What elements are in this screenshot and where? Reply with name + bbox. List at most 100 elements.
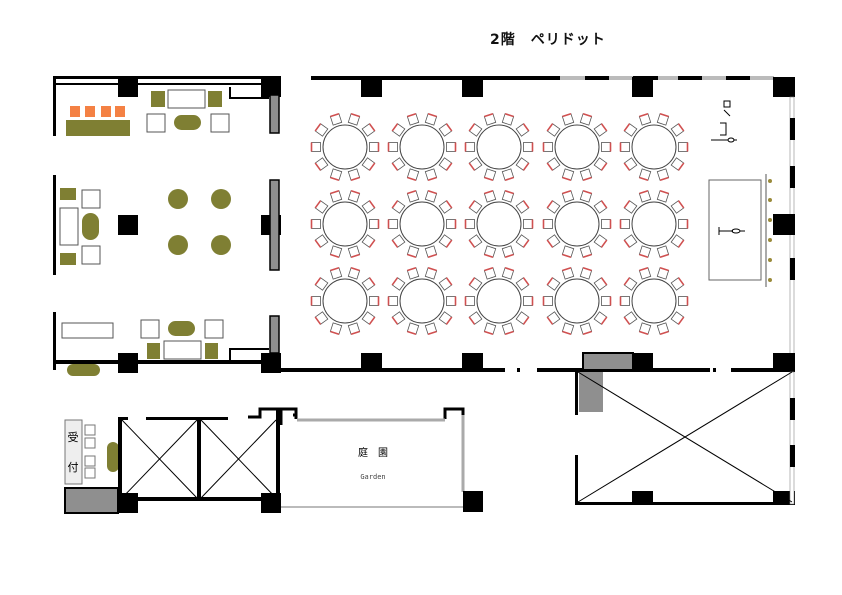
chair bbox=[515, 157, 530, 171]
chair bbox=[670, 311, 685, 325]
chair bbox=[406, 266, 420, 280]
chair bbox=[483, 266, 497, 280]
chair bbox=[387, 296, 398, 306]
round-table bbox=[542, 266, 612, 336]
round-table bbox=[387, 112, 457, 182]
chair bbox=[391, 234, 406, 248]
chair bbox=[438, 277, 453, 291]
chair bbox=[314, 123, 329, 137]
chair bbox=[329, 168, 343, 182]
chair bbox=[656, 168, 670, 182]
chair bbox=[483, 245, 497, 259]
chair bbox=[546, 277, 561, 291]
chair bbox=[361, 234, 376, 248]
chair bbox=[438, 123, 453, 137]
chair bbox=[579, 112, 593, 126]
chair bbox=[501, 168, 515, 182]
chair bbox=[670, 200, 685, 214]
chair bbox=[406, 322, 420, 336]
table-top bbox=[322, 124, 368, 170]
table-top bbox=[322, 201, 368, 247]
lounge-furniture bbox=[59, 89, 231, 376]
reception-label-1: 受 bbox=[68, 431, 79, 444]
table-top bbox=[476, 201, 522, 247]
chair bbox=[623, 200, 638, 214]
chair bbox=[424, 245, 438, 259]
chair bbox=[656, 189, 670, 203]
chair bbox=[468, 123, 483, 137]
chair bbox=[542, 142, 553, 152]
chair bbox=[347, 266, 361, 280]
chair bbox=[361, 200, 376, 214]
chair bbox=[515, 123, 530, 137]
chair bbox=[638, 168, 652, 182]
chair bbox=[501, 322, 515, 336]
chair bbox=[314, 277, 329, 291]
chair bbox=[310, 296, 321, 306]
chair bbox=[347, 322, 361, 336]
table-top bbox=[399, 201, 445, 247]
chair bbox=[406, 112, 420, 126]
chair bbox=[347, 112, 361, 126]
chair bbox=[515, 234, 530, 248]
round-table bbox=[464, 266, 534, 336]
chair bbox=[593, 234, 608, 248]
chair bbox=[468, 200, 483, 214]
chair bbox=[347, 168, 361, 182]
chair bbox=[623, 277, 638, 291]
chair bbox=[623, 123, 638, 137]
chair bbox=[468, 157, 483, 171]
chair bbox=[501, 266, 515, 280]
chair bbox=[546, 200, 561, 214]
chair bbox=[515, 277, 530, 291]
chair bbox=[501, 245, 515, 259]
table-top bbox=[476, 124, 522, 170]
chair bbox=[546, 234, 561, 248]
chair bbox=[579, 266, 593, 280]
chair bbox=[678, 219, 689, 229]
round-table bbox=[387, 189, 457, 259]
chair bbox=[361, 157, 376, 171]
chair bbox=[670, 234, 685, 248]
round-table bbox=[619, 266, 689, 336]
chair bbox=[446, 219, 457, 229]
chair bbox=[329, 245, 343, 259]
round-tables bbox=[310, 112, 689, 336]
chair bbox=[314, 157, 329, 171]
chair bbox=[579, 245, 593, 259]
chair bbox=[638, 245, 652, 259]
chair bbox=[438, 200, 453, 214]
chair bbox=[546, 311, 561, 325]
chair bbox=[623, 311, 638, 325]
chair bbox=[656, 266, 670, 280]
chair bbox=[438, 157, 453, 171]
chair bbox=[369, 142, 380, 152]
chair bbox=[391, 123, 406, 137]
chair bbox=[623, 234, 638, 248]
chair bbox=[601, 142, 612, 152]
table-top bbox=[476, 278, 522, 324]
chair bbox=[329, 189, 343, 203]
chair bbox=[361, 277, 376, 291]
chair bbox=[619, 142, 630, 152]
chair bbox=[387, 219, 398, 229]
chair bbox=[501, 112, 515, 126]
chair bbox=[501, 189, 515, 203]
stage bbox=[708, 174, 772, 287]
chair bbox=[369, 219, 380, 229]
garden-label-jp: 庭 園 bbox=[358, 446, 388, 459]
round-table bbox=[619, 189, 689, 259]
chair bbox=[464, 296, 475, 306]
chair bbox=[523, 142, 534, 152]
chair bbox=[515, 311, 530, 325]
stage-lights bbox=[768, 179, 772, 282]
chair bbox=[310, 142, 321, 152]
chair bbox=[656, 245, 670, 259]
round-table bbox=[542, 189, 612, 259]
chair bbox=[438, 311, 453, 325]
chair bbox=[483, 112, 497, 126]
chair bbox=[391, 311, 406, 325]
round-table bbox=[464, 189, 534, 259]
chair bbox=[310, 219, 321, 229]
chair bbox=[424, 322, 438, 336]
